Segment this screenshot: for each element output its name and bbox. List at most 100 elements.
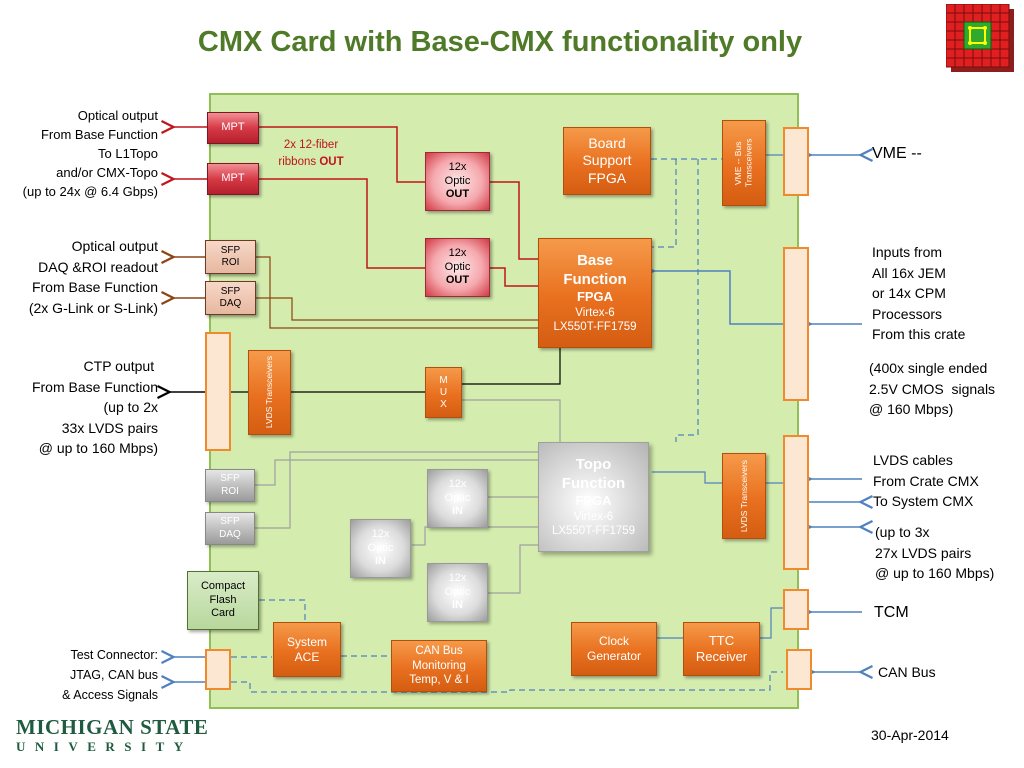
optic-out-1-count: 12x — [448, 160, 467, 173]
label-inputs-3: or 14x CPM — [872, 285, 946, 301]
lvds-transceivers-left: LVDS Transceivers — [248, 350, 291, 435]
can-bus-monitoring: CAN Bus Monitoring Temp, V & I — [391, 640, 487, 692]
optic-in-1: 12x Optic IN — [427, 469, 488, 528]
label-lvds-cables: LVDS cables From Crate CMX To System CMX — [873, 450, 979, 512]
optic-in-2-count: 12x — [371, 527, 390, 540]
optic-in-1-dir: IN — [452, 505, 463, 518]
sfp-roi-1-line2: ROI — [221, 257, 240, 268]
ctp-connector — [205, 332, 231, 451]
fiber-note-out: OUT — [319, 156, 344, 168]
system-ace: System ACE — [273, 622, 341, 677]
mux: M U X — [425, 367, 462, 418]
label-inputs: Inputs from All 16x JEM or 14x CPM Proce… — [872, 242, 965, 345]
base-function-chip: Virtex-6 — [575, 306, 615, 319]
label-lvds-pairs-3: @ up to 160 Mbps) — [875, 565, 995, 581]
optic-out-2-type: Optic — [444, 260, 471, 273]
chip-logo-icon — [945, 3, 1016, 74]
fiber-note-line2: ribbons — [278, 156, 320, 168]
topo-function-package: LX550T-FF1759 — [551, 524, 636, 537]
label-lvds-cables-1: LVDS cables — [873, 452, 953, 468]
label-lvds-cables-2: From Crate CMX — [873, 472, 979, 489]
optic-out-1-dir: OUT — [445, 188, 470, 201]
fiber-note-line1: 2x 12-fiber — [283, 139, 339, 151]
board-support-line2: Support — [582, 152, 632, 169]
optic-in-3-count: 12x — [448, 571, 467, 584]
base-function-fpga: Base Function FPGA Virtex-6 LX550T-FF175… — [538, 238, 652, 348]
optic-out-2: 12x Optic OUT — [425, 238, 490, 297]
label-inputs-4: Processors — [872, 305, 943, 322]
label-test-connector-3: & Access Signals — [62, 688, 158, 702]
msu-logo: MICHIGAN STATE UNIVERSITY — [16, 716, 208, 756]
lvds-transceivers-right-label: LVDS Transceivers — [738, 459, 749, 533]
label-optical-out-1: Optical output — [77, 108, 158, 123]
label-test-connector: Test Connector: JTAG, CAN bus & Access S… — [62, 645, 158, 705]
label-tcm: TCM — [874, 604, 909, 621]
base-function-line1: Base — [577, 251, 613, 269]
optic-in-2: 12x Optic IN — [350, 519, 411, 578]
can-monitor-line2: Monitoring — [412, 659, 466, 672]
base-function-line2: Function — [563, 270, 627, 288]
base-function-package: LX550T-FF1759 — [553, 320, 637, 333]
vme-bus-transceivers-label: VME -- Bus Transceivers — [733, 138, 754, 188]
label-test-connector-2: JTAG, CAN bus — [70, 668, 158, 682]
label-optical-out: Optical output From Base Function To L1T… — [23, 106, 158, 201]
label-optical-out-3: To L1Topo — [98, 146, 158, 161]
label-daq-roi-2: DAQ &ROI readout — [38, 258, 158, 275]
mux-x: X — [440, 398, 447, 410]
optic-out-2-count: 12x — [448, 246, 467, 259]
label-lvds-pairs-2: 27x LVDS pairs — [875, 544, 972, 561]
label-can-bus: CAN Bus — [878, 664, 936, 680]
label-inputs-5: From this crate — [872, 326, 966, 342]
can-monitor-line1: CAN Bus — [415, 645, 463, 658]
label-ctp: CTP output From Base Function (up to 2x … — [32, 356, 158, 459]
label-daq-roi: Optical output DAQ &ROI readout From Bas… — [29, 236, 158, 318]
sfp-roi-1: SFP ROI — [205, 240, 256, 274]
fiber-note: 2x 12-fiber ribbons OUT — [265, 137, 357, 171]
msu-logo-line2: UNIVERSITY — [16, 739, 193, 754]
label-vme: VME -- — [872, 145, 922, 162]
processor-input-connector — [783, 247, 809, 401]
label-ctp-4: 33x LVDS pairs — [61, 419, 158, 436]
vme-bus-transceivers: VME -- Bus Transceivers — [722, 120, 766, 206]
topo-function-line2: Function — [561, 474, 626, 492]
label-daq-roi-4: (2x G-Link or S-Link) — [28, 299, 158, 316]
mpt-2: MPT — [207, 163, 259, 195]
board-support-line3: FPGA — [587, 169, 627, 186]
tcm-connector — [783, 589, 809, 630]
sfp-roi-2-line2: ROI — [221, 485, 239, 497]
mpt-1: MPT — [207, 112, 259, 144]
compact-flash-line2: Flash — [209, 593, 237, 606]
sfp-roi-1-line1: SFP — [220, 244, 241, 256]
compact-flash-line1: Compact — [200, 579, 246, 592]
mux-m: M — [439, 374, 448, 386]
label-ctp-1: CTP output — [83, 358, 158, 374]
clock-generator: Clock Generator — [571, 622, 657, 676]
system-ace-line2: ACE — [294, 649, 320, 664]
topo-function-chip: Virtex-6 — [573, 510, 614, 523]
can-monitor-line3: Temp, V & I — [409, 674, 469, 687]
lvds-transceivers-left-label: LVDS Transceivers — [264, 356, 275, 429]
label-lvds-cables-3: To System CMX — [873, 493, 974, 509]
sfp-roi-2: SFP ROI — [205, 469, 255, 502]
optic-in-3: 12x Optic IN — [427, 563, 488, 622]
optic-out-1-type: Optic — [444, 174, 471, 187]
label-ctp-2: From Base Function — [31, 378, 158, 395]
sfp-daq-2-line2: DAQ — [219, 528, 241, 540]
label-lvds-pairs-1: (up to 3x — [875, 524, 930, 540]
clock-gen-line2: Generator — [586, 649, 642, 663]
optic-in-3-dir: IN — [452, 599, 463, 612]
base-function-line3: FPGA — [576, 289, 614, 305]
label-lvds-pairs: (up to 3x 27x LVDS pairs @ up to 160 Mbp… — [875, 522, 994, 584]
vme-connector — [783, 127, 809, 196]
label-inputs-1: Inputs from — [872, 244, 943, 260]
label-optical-out-2: From Base Function — [40, 127, 158, 142]
sfp-daq-1-line2: DAQ — [219, 298, 242, 309]
label-optical-out-4: and/or CMX-Topo — [56, 165, 158, 180]
topo-function-line3: FPGA — [575, 493, 612, 509]
can-bus-connector — [786, 649, 812, 690]
compact-flash-card: Compact Flash Card — [187, 571, 259, 630]
sfp-roi-2-line1: SFP — [220, 473, 240, 484]
sfp-daq-1: SFP DAQ — [205, 281, 256, 315]
board-support-line1: Board — [588, 134, 626, 151]
clock-gen-line1: Clock — [598, 634, 629, 648]
